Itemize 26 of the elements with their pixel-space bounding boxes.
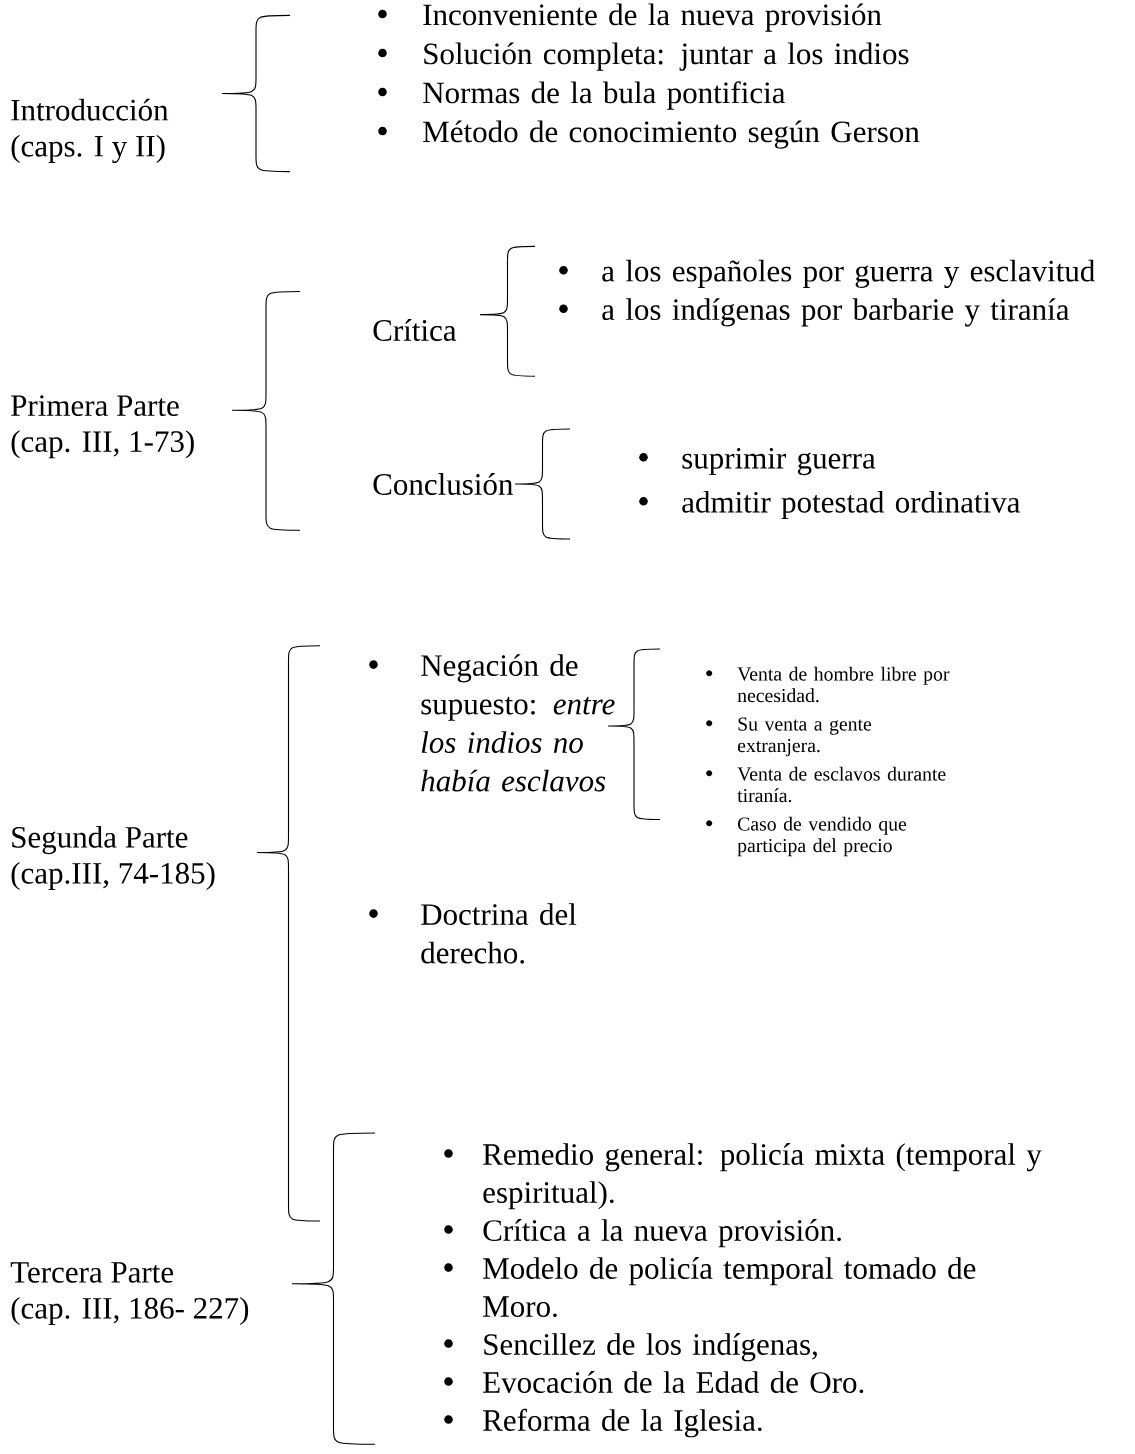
list-item: Su venta a gente extranjera. [737, 717, 872, 757]
list-item: Venta de esclavos durante tiranía. [737, 766, 946, 803]
subsection-label: Conclusión [373, 473, 513, 495]
list-item: admitir potestad ordinativa [682, 490, 1020, 520]
section-heading: Primera Parte (cap. III, 1-73) [11, 395, 194, 459]
list-item: Doctrina del derecho. [421, 903, 577, 964]
subsection-label: Crítica [373, 319, 457, 341]
list-item: Método de conocimiento según Gerson [423, 120, 920, 149]
section-heading: Introducción (caps. I y II) [11, 98, 169, 164]
list-item: Caso de vendido que participa del precio [737, 816, 907, 857]
list-item: suprimir guerra [682, 447, 876, 476]
list-item: Crítica a la nueva provisión. [483, 1219, 841, 1248]
list-item: a los españoles por guerra y esclavitud [602, 259, 1095, 288]
list-item: Evocación de la Edad de Oro. [483, 1371, 864, 1394]
list-item: Normas de la bula pontificia [423, 81, 786, 110]
list-item: Negación de supuesto: entre los indios no había esclavos [421, 654, 615, 792]
section-heading: Tercera Parte (cap. III, 186- 227) [10, 1262, 249, 1326]
list-item: Venta de hombre libre por necesidad. [737, 666, 950, 703]
list-item: Sencillez de los indígenas, [484, 1333, 817, 1362]
list-item: Remedio general: policía mixta (temporal y espiritual). [483, 1143, 1042, 1210]
list-item: Reforma de la Iglesia. [483, 1408, 762, 1438]
list-item: a los indígenas por barbarie y tiranía [602, 298, 1070, 327]
section-heading: Segunda Parte (cap.III, 74-185) [11, 825, 215, 891]
list-item: Solución completa: juntar a los indios [424, 42, 909, 71]
list-item: Modelo de policía temporal tomado de Moro. [483, 1257, 976, 1318]
list-item: Inconveniente de la nueva provisión [423, 3, 882, 32]
